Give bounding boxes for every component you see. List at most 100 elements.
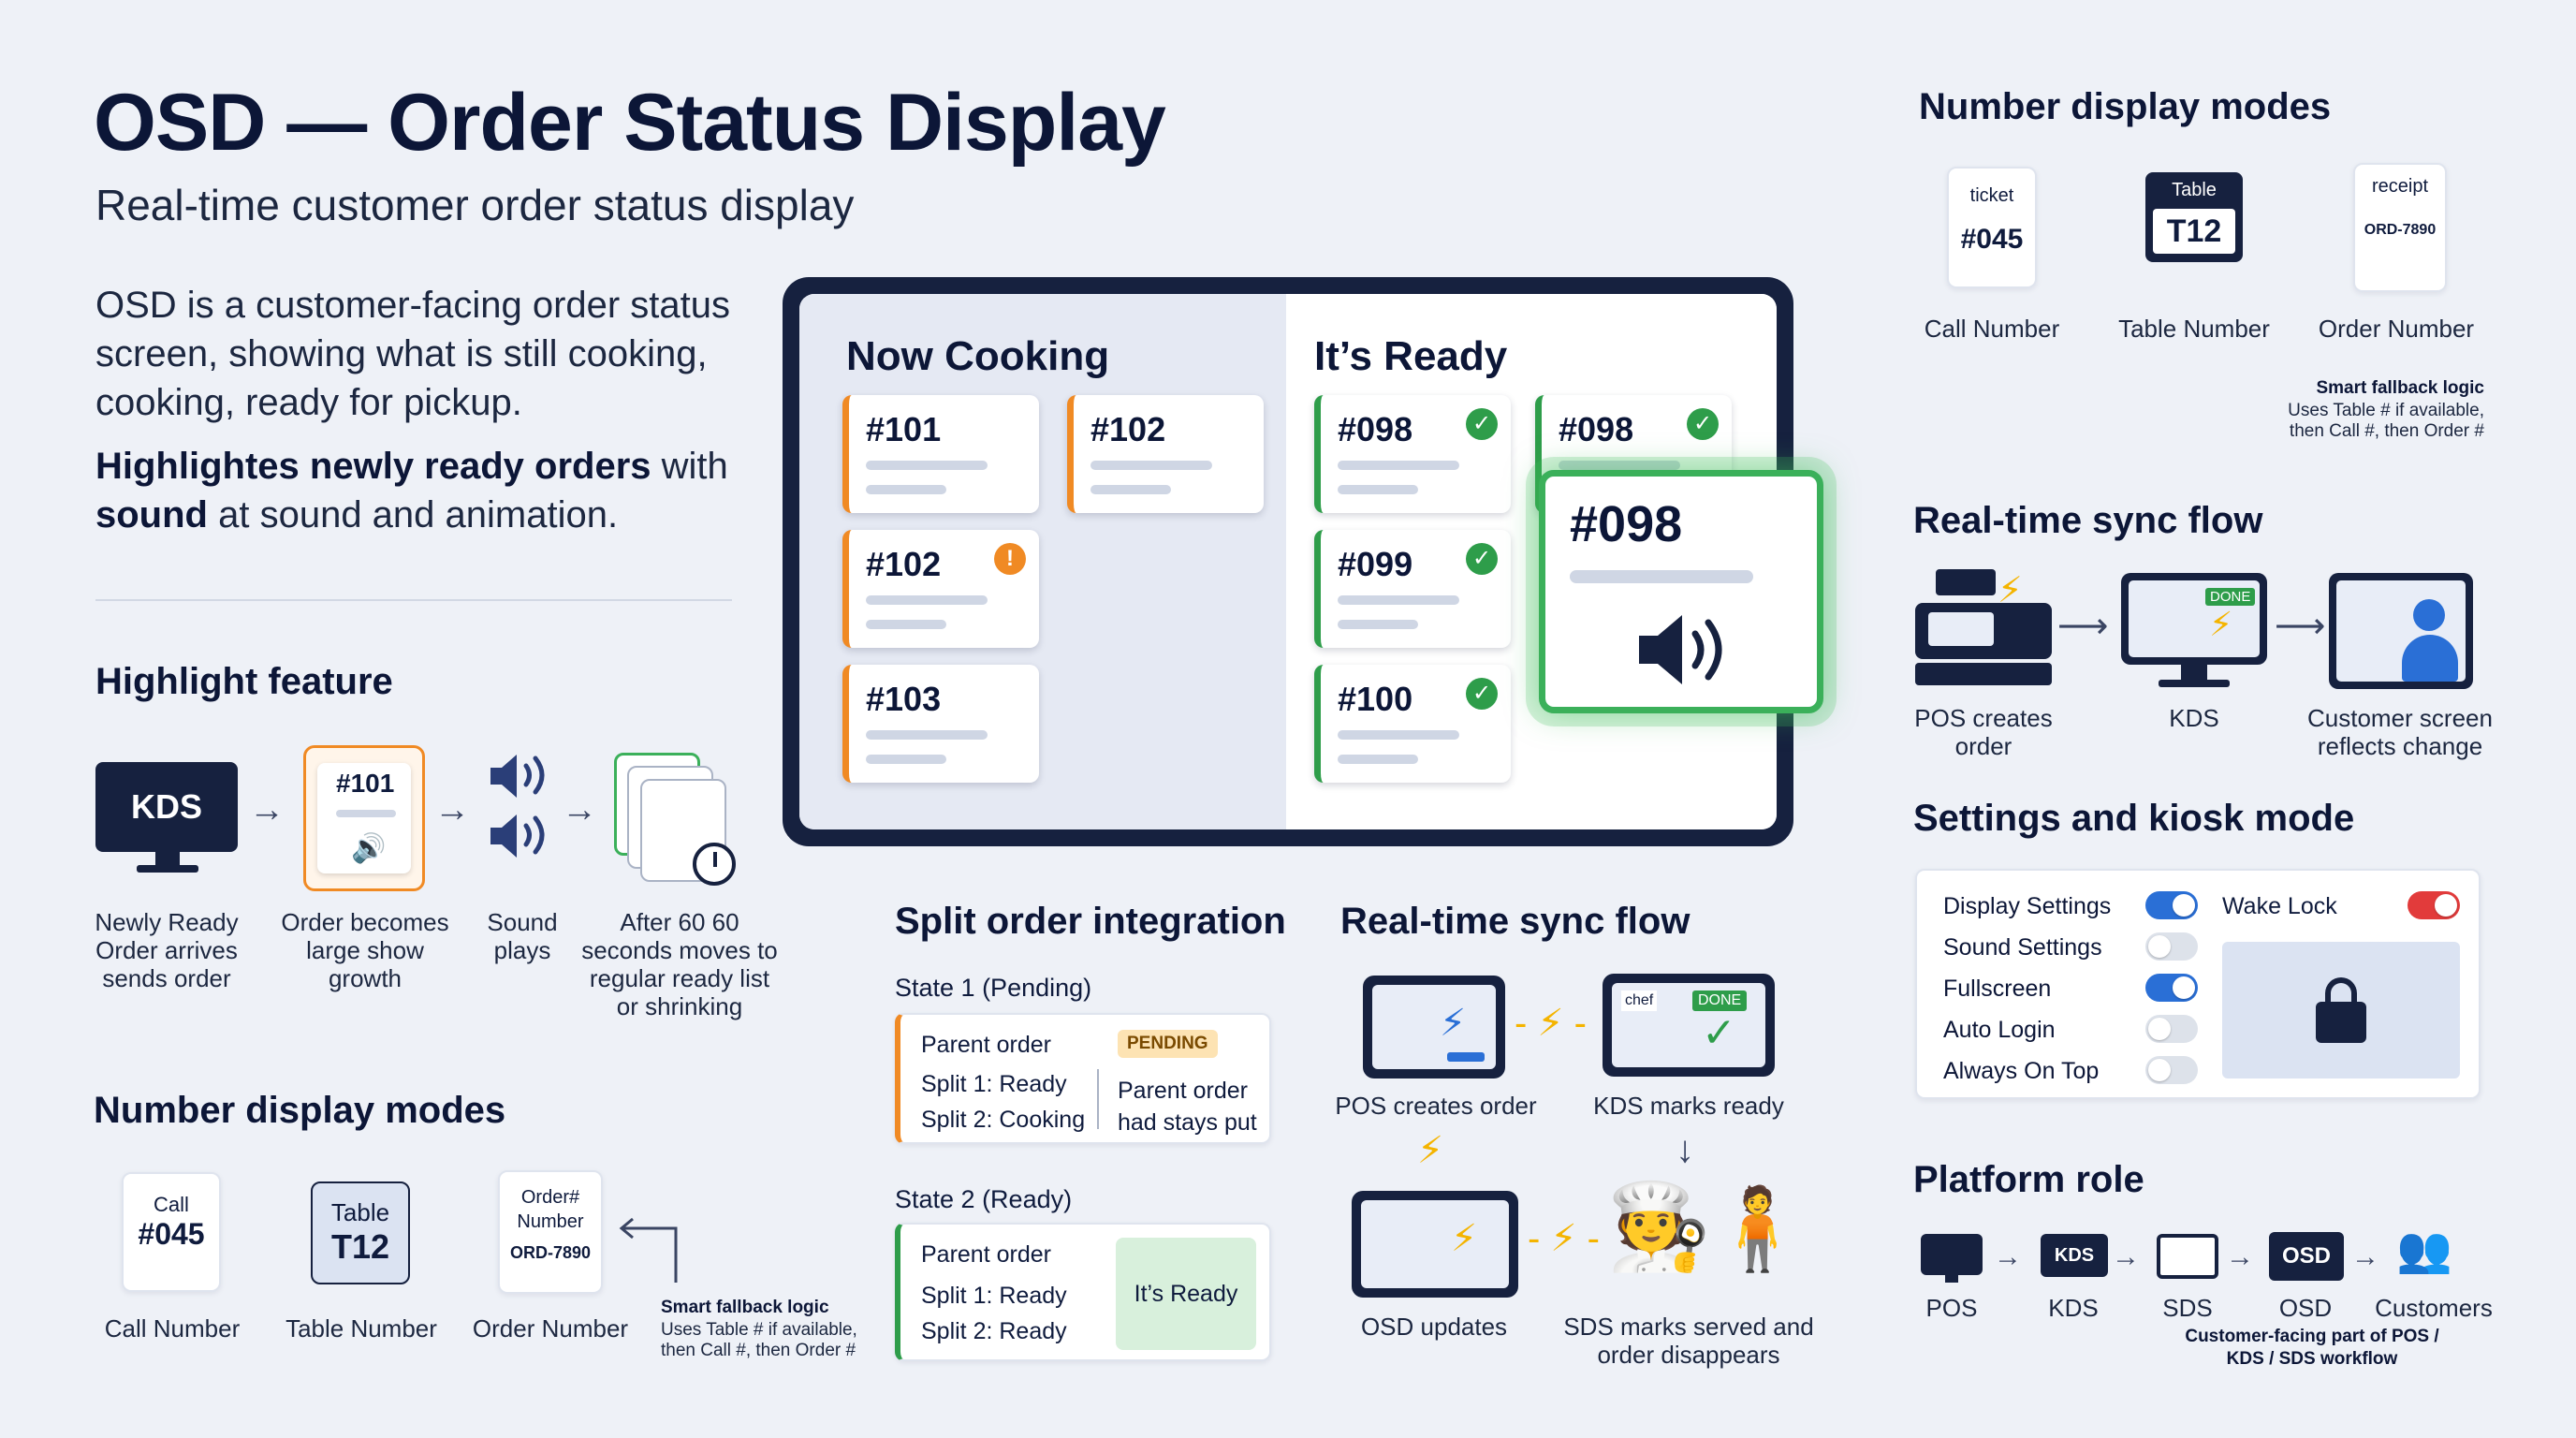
speaker-icon: 🔊 (351, 833, 387, 864)
mode-caption: Table Number (2118, 315, 2270, 343)
mode-caption: Order Number (472, 1314, 629, 1343)
highlight-feature-title: Highlight feature (95, 661, 393, 702)
fallback-title-right: Smart fallback logic (2316, 378, 2484, 398)
arrow-icon: → (2226, 1241, 2254, 1272)
fallback-text-right: Uses Table # if available, then Call #, … (2288, 401, 2484, 441)
pos-icon (1921, 1234, 1983, 1275)
sds-icon (2157, 1234, 2218, 1279)
fallback-text: Uses Table # if available, then Call #, … (661, 1320, 857, 1360)
split-pending-box: Parent order PENDING Split 1: Ready Spli… (895, 1013, 1271, 1144)
arrow-icon: ⟶ (2057, 607, 2109, 646)
mode-caption: Order Number (2318, 315, 2475, 343)
step-caption: Order becomes large show growth (281, 908, 449, 992)
toggle-sound-settings[interactable] (2145, 932, 2198, 961)
setting-label: Auto Login (1943, 1017, 2056, 1043)
setting-label: Display Settings (1943, 893, 2112, 919)
table-number-tent: Table T12 (311, 1181, 410, 1284)
fallback-arrow-icon (619, 1217, 678, 1283)
call-number-ticket: Call #045 (122, 1172, 221, 1292)
step-caption: Newly Ready Order arrives sends order (95, 908, 239, 992)
fallback-title: Smart fallback logic (661, 1298, 829, 1317)
order-card: #101 (842, 395, 1039, 513)
toggle-auto-login[interactable] (2145, 1015, 2198, 1043)
platform-label: Customers (2375, 1294, 2493, 1322)
table-tent-icon: Table T12 (2145, 172, 2243, 262)
shrinking-list-icon (614, 753, 736, 893)
setting-label: Sound Settings (1943, 934, 2102, 961)
platform-label: OSD (2278, 1294, 2333, 1322)
arrow-icon: ⟶ (2275, 607, 2326, 646)
settings-title: Settings and kiosk mode (1913, 798, 2355, 839)
highlighted-order-card: #098 (1539, 470, 1823, 713)
toggle-display-settings[interactable] (2145, 891, 2198, 919)
sync-caption: Customer screen reflects change (2307, 704, 2493, 760)
check-icon: ✓ (1687, 408, 1719, 440)
sync-caption: KDS marks ready (1593, 1092, 1784, 1120)
order-card: #102 (1067, 395, 1264, 513)
arrow-icon: → (1994, 1241, 2022, 1272)
platform-label: KDS (2048, 1294, 2099, 1322)
pos-register-icon: ⚡ (1915, 569, 2052, 685)
mode-caption: Table Number (285, 1314, 437, 1343)
sync-caption: POS creates order (1335, 1092, 1537, 1120)
wake-lock-label: Wake Lock (2222, 893, 2337, 919)
speaker-icon (1639, 615, 1722, 684)
sound-icon (490, 755, 545, 858)
page-subtitle: Real-time customer order status display (95, 181, 855, 229)
toggle-always-on-top[interactable] (2145, 1056, 2198, 1084)
order-card: #100✓ (1314, 665, 1511, 783)
sync-caption: POS creates order (1914, 704, 2053, 760)
kds-monitor-icon: KDS (95, 762, 238, 852)
kiosk-lock-preview (2222, 942, 2460, 1078)
state-2-label: State 2 (Ready) (895, 1185, 1073, 1213)
mode-caption: Call Number (1924, 315, 2060, 343)
split-title: Split order integration (895, 901, 1286, 942)
number-modes-title: Number display modes (94, 1090, 506, 1131)
order-card: #098✓ (1314, 395, 1511, 513)
platform-label: POS (1925, 1294, 1978, 1322)
sync-caption: OSD updates (1360, 1313, 1508, 1341)
now-cooking-column: Now Cooking #101 #102 #102! #103 (799, 294, 1286, 829)
mode-caption: Call Number (104, 1314, 241, 1343)
check-icon: ✓ (1466, 543, 1498, 575)
state-1-label: State 1 (Pending) (895, 974, 1092, 1002)
toggle-fullscreen[interactable] (2145, 974, 2198, 1002)
arrow-icon: → (2112, 1241, 2140, 1272)
kds-monitor-icon: DONE ⚡ (2121, 573, 2267, 665)
bolt-icon: - ⚡ - (1515, 1003, 1587, 1044)
ticket-icon: ticket #045 (1947, 167, 2037, 288)
pos-tablet-icon: ⚡ (1363, 976, 1505, 1078)
platform-caption: Customer-facing part of POS / KDS / SDS … (2185, 1327, 2439, 1369)
down-arrow-icon: ↓ (1676, 1129, 1694, 1170)
page-title: OSD — Order Status Display (94, 78, 1166, 168)
customer-screen-icon (2329, 573, 2473, 689)
step-caption: After 60 60 seconds moves to regular rea… (581, 908, 778, 1020)
order-number-receipt: Order# Number ORD-7890 (498, 1170, 603, 1294)
number-modes-title-right: Number display modes (1919, 86, 2332, 127)
customer-icon: 🧍 (1707, 1184, 1808, 1274)
check-icon: ✓ (1466, 408, 1498, 440)
serving-staff-icon: 🧑‍🍳 (1606, 1181, 1712, 1274)
order-card: #099✓ (1314, 530, 1511, 648)
lock-icon (2316, 1002, 2366, 1043)
arrow-icon: → (434, 790, 470, 829)
divider (95, 599, 732, 601)
setting-label: Always On Top (1943, 1058, 2100, 1084)
arrow-icon: → (562, 790, 597, 829)
toggle-wake-lock[interactable] (2408, 891, 2460, 919)
sync-caption: SDS marks served and order disappears (1563, 1313, 1814, 1369)
osd-screen-icon: ⚡ (1352, 1191, 1518, 1298)
sync-mid-title: Real-time sync flow (1340, 901, 1690, 942)
settings-panel: Display Settings Sound Settings Fullscre… (1915, 869, 2481, 1099)
order-card: #103 (842, 665, 1039, 783)
osd-icon: OSD (2269, 1232, 2344, 1281)
bolt-icon: - ⚡ - (1528, 1218, 1600, 1259)
intro-text: OSD is a customer-facing order status sc… (95, 285, 731, 423)
sync-right-title: Real-time sync flow (1913, 500, 2263, 541)
growing-card-icon: #101 🔊 (303, 745, 425, 891)
now-cooking-title: Now Cooking (846, 333, 1110, 379)
platform-label: SDS (2162, 1294, 2213, 1322)
alert-icon: ! (994, 543, 1026, 575)
setting-label: Fullscreen (1943, 976, 2052, 1002)
